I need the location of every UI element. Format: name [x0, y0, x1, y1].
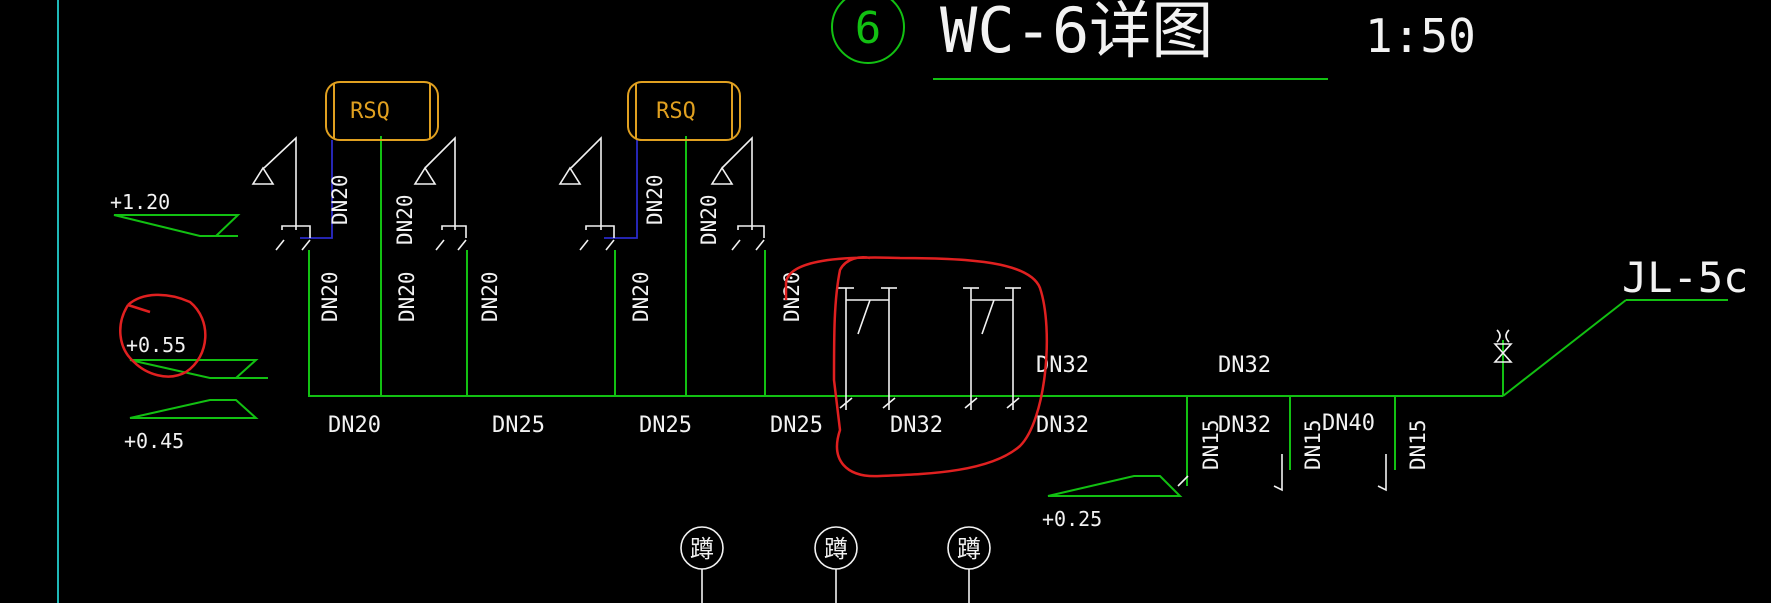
- pipe-label-v2: DN20: [393, 194, 417, 245]
- tank-2-label: RSQ: [656, 99, 696, 124]
- level-0-45: +0.45: [124, 429, 184, 453]
- shower-fixtures: [251, 136, 765, 251]
- detail-number-circle: [831, 0, 905, 64]
- markup-circle-flush-valves: [784, 256, 1049, 478]
- pipe-label-h4: DN25: [770, 413, 823, 438]
- level-markers: [113, 214, 1183, 497]
- pipe-label-v7: DN20: [629, 271, 653, 322]
- level-1-20: +1.20: [110, 190, 170, 214]
- pipe-label-h7: DN32: [1036, 413, 1089, 438]
- riser-label: JL-5c: [1622, 253, 1748, 302]
- detail-number: 6: [855, 3, 882, 54]
- fixture-2-label: 蹲: [824, 535, 848, 563]
- pipe-label-v5: DN20: [643, 174, 667, 225]
- pipe-label-v4: DN20: [478, 271, 502, 322]
- tank-1: [325, 81, 439, 141]
- branch-faucets: [1177, 454, 1387, 492]
- riser-valve: [1493, 329, 1513, 396]
- pipe-label-h8: DN32: [1218, 353, 1271, 378]
- pipe-label-h5: DN32: [890, 413, 943, 438]
- pipe-label-h2: DN25: [492, 413, 545, 438]
- level-0-25: +0.25: [1042, 507, 1102, 531]
- riser-leader: [1502, 299, 1627, 397]
- pipe-label-v6: DN20: [697, 194, 721, 245]
- scale-label: 1:50: [1365, 9, 1476, 63]
- pipe-label-v11: DN15: [1301, 419, 1325, 470]
- vertical-pipes: [308, 136, 1396, 486]
- pipe-label-v9: DN20: [395, 271, 419, 322]
- tank-1-label: RSQ: [350, 99, 390, 124]
- level-0-55: +0.55: [126, 333, 186, 357]
- pipe-label-h1: DN20: [328, 413, 381, 438]
- pipe-label-v12: DN15: [1406, 419, 1430, 470]
- fixture-1-label: 蹲: [690, 535, 714, 563]
- flush-valves: [838, 287, 1021, 410]
- detail-title: WC-6详图: [940, 0, 1213, 67]
- pipe-label-h10: DN32: [1218, 413, 1271, 438]
- pipe-label-v8: DN20: [780, 271, 804, 322]
- tank-2: [627, 81, 741, 141]
- title-block: 6 WC-6详图 1:50: [831, 0, 1476, 80]
- pipe-label-h9: DN40: [1322, 411, 1375, 436]
- fixture-3-label: 蹲: [957, 535, 981, 563]
- pipe-label-v1: DN20: [328, 174, 352, 225]
- pipe-label-v10: DN15: [1199, 419, 1223, 470]
- fixture-1: [680, 526, 724, 603]
- fixture-3: [947, 526, 991, 603]
- pipe-label-h3: DN25: [639, 413, 692, 438]
- markup-circle-level: [119, 293, 207, 378]
- pipe-label-v3: DN20: [318, 271, 342, 322]
- fixture-2: [814, 526, 858, 603]
